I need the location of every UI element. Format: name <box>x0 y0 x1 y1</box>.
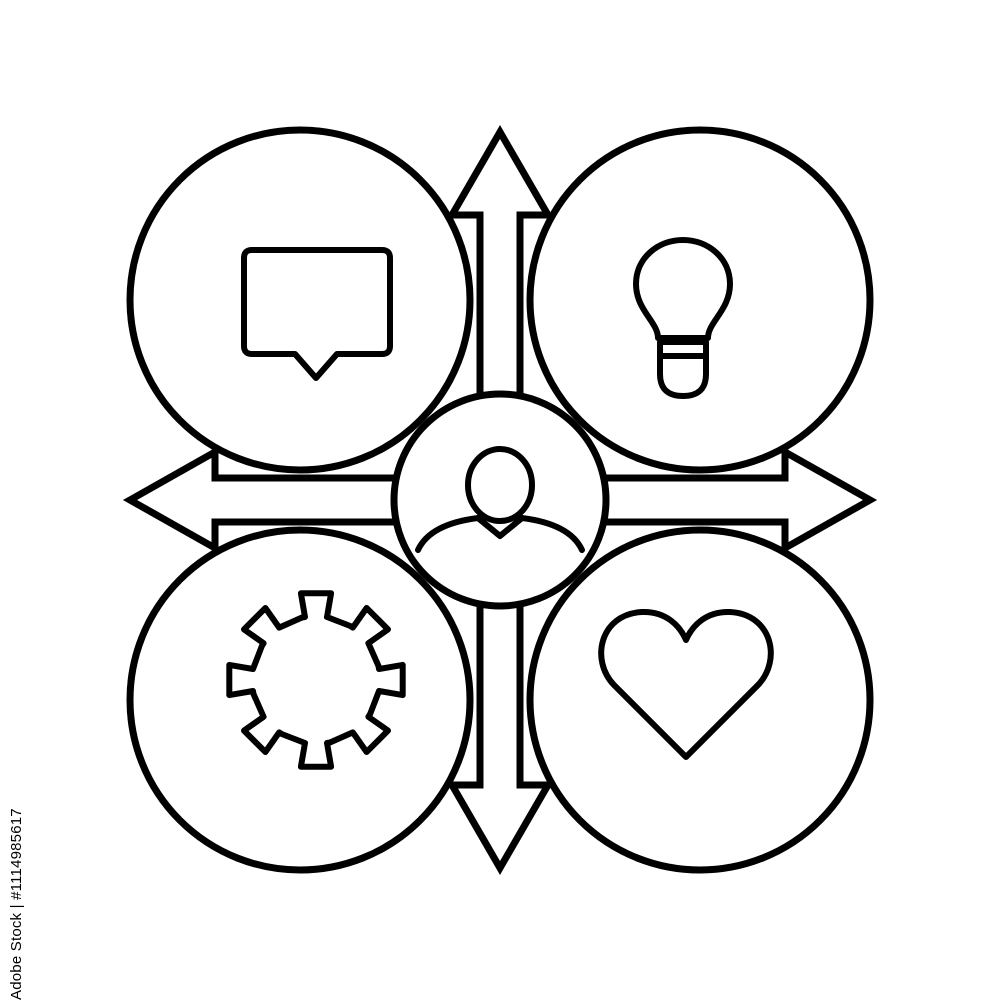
petal-top-right <box>526 126 874 474</box>
petal-bottom-right <box>526 526 874 874</box>
petal-bottom-left <box>126 526 474 874</box>
petal-top-left <box>126 126 474 474</box>
lightbulb-icon <box>633 237 733 399</box>
center-node <box>390 390 610 610</box>
center-circle <box>390 390 610 610</box>
heart-icon <box>598 608 774 760</box>
speech-bubble-icon <box>241 247 393 381</box>
gear-icon <box>226 590 406 770</box>
stock-id-watermark: Adobe Stock | #1114985617 <box>8 808 25 1000</box>
user-icon <box>415 446 585 553</box>
